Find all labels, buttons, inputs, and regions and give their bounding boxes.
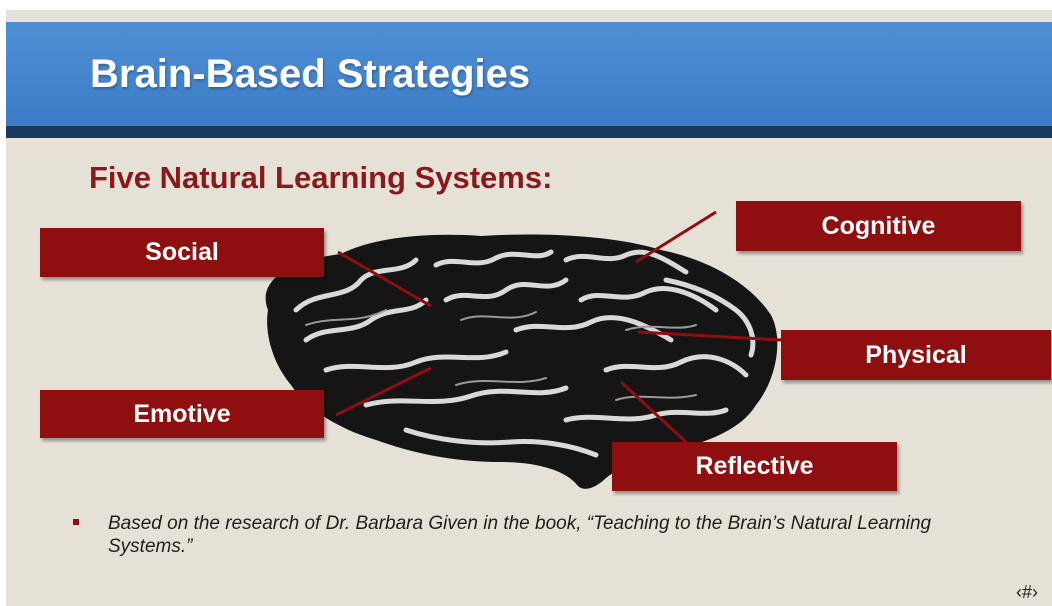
label-emotive: Emotive [40, 390, 324, 438]
slide-subtitle: Five Natural Learning Systems: [89, 160, 553, 195]
pointer-cognitive [635, 210, 717, 264]
page-number: ‹#› [1016, 582, 1038, 602]
pointer-emotive [335, 366, 432, 417]
label-reflective: Reflective [612, 442, 897, 491]
slide: Brain-Based Strategies Five Natural Lear… [6, 10, 1052, 606]
pointer-physical [637, 330, 782, 342]
pointer-social [337, 250, 432, 308]
bullet-marker [73, 519, 79, 525]
bullet-text: Based on the research of Dr. Barbara Giv… [108, 513, 932, 557]
title-bar [6, 22, 1052, 126]
slide-title: Brain-Based Strategies [90, 52, 531, 96]
brain-illustration [265, 210, 782, 489]
label-cognitive: Cognitive [736, 201, 1021, 251]
pointer-reflective [619, 380, 688, 444]
title-stripe [6, 126, 1052, 138]
label-social: Social [40, 228, 324, 277]
label-physical: Physical [781, 330, 1051, 380]
brain-outline [265, 234, 778, 489]
